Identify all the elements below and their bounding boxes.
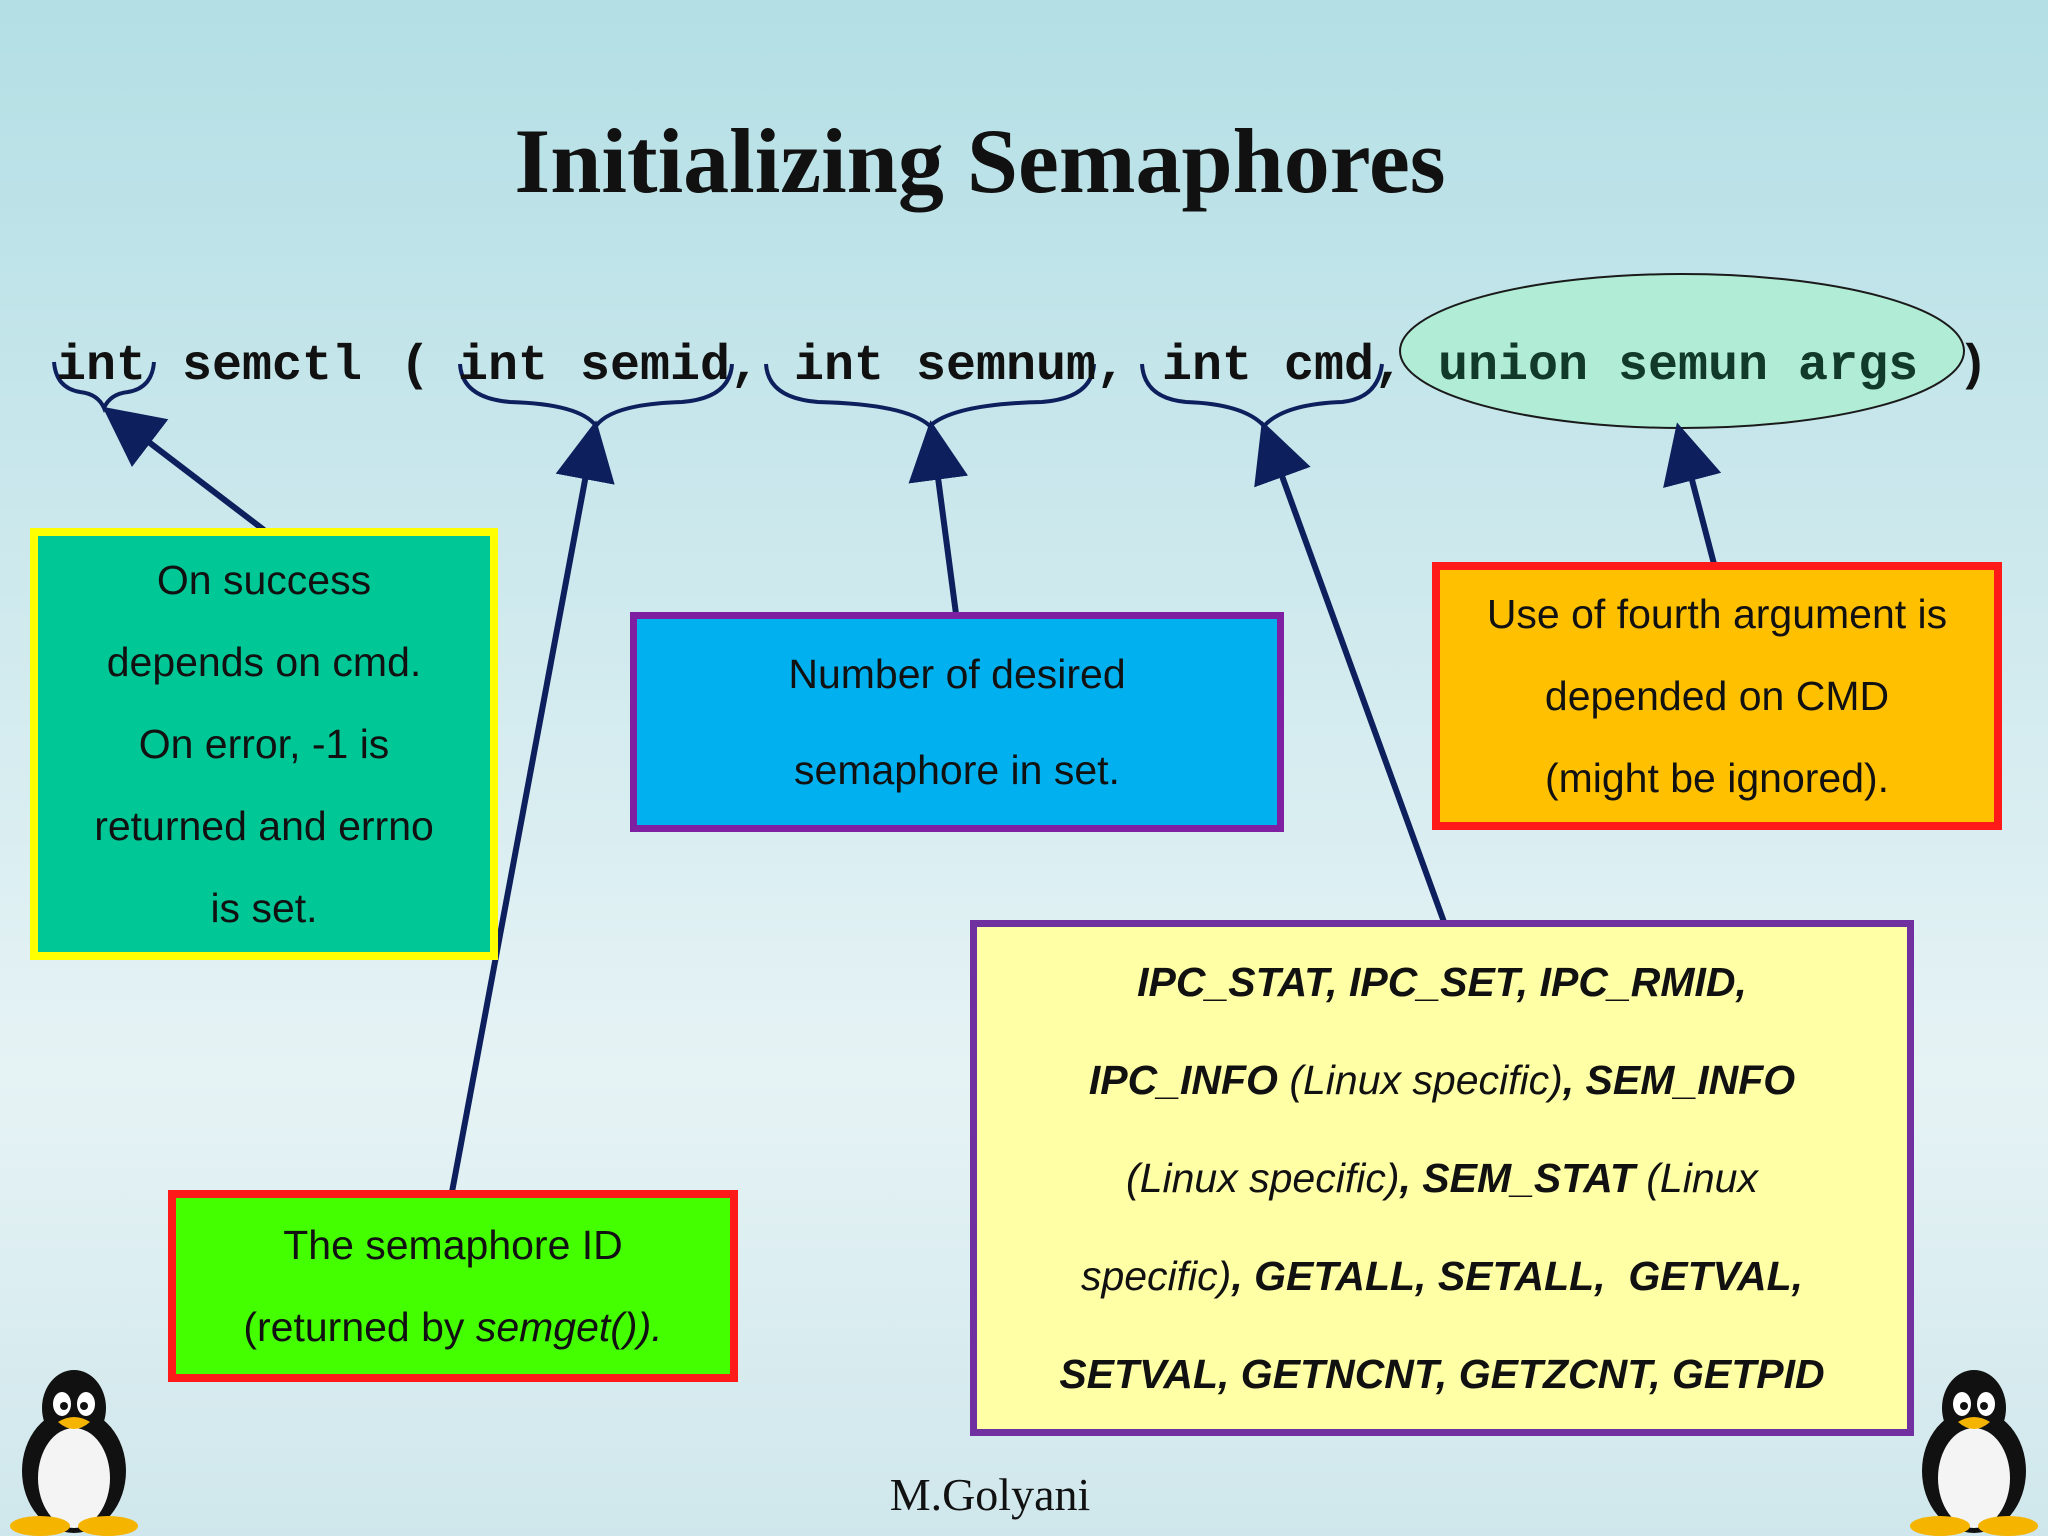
cmd-line-5: SETVAL, GETNCNT, GETZCNT, GETPID [1059, 1325, 1824, 1423]
function-signature: int semctl ( int semid, int semnum, int … [0, 18, 2048, 395]
cmd-line-1: IPC_STAT, IPC_SET, IPC_RMID, [1137, 933, 1747, 1031]
return-value-box: On success depends on cmd. On error, -1 … [30, 528, 498, 960]
semid-line2-prefix: (returned by [243, 1304, 476, 1350]
cmd-line-4: specific), GETALL, SETALL, GETVAL, [1081, 1227, 1803, 1325]
semnum-line: Number of desired [788, 651, 1126, 697]
sig-p4: union semun args [1438, 338, 1919, 395]
sig-open-paren: ( [400, 338, 431, 395]
cmd-l2c: , SEM_INFO [1562, 1057, 1796, 1103]
return-line: On success [156, 557, 372, 603]
semnum-box: Number of desired semaphore in set. [630, 612, 1284, 832]
semid-line1: The semaphore ID [283, 1222, 623, 1268]
cmd-l4a: specific) [1080, 1253, 1232, 1299]
penguin-icon-right [1910, 1370, 2038, 1536]
sig-p1-name: semid, [580, 338, 761, 395]
semnum-line: semaphore in set. [794, 747, 1120, 793]
sig-function-name: semctl [182, 338, 363, 395]
arrow-cmd [1254, 420, 1447, 924]
sig-return-type: int [56, 338, 147, 395]
cmd-l2b: (Linux specific) [1277, 1057, 1563, 1103]
semid-line2-func: semget()). [475, 1304, 663, 1350]
sig-p2-name: semnum, [916, 338, 1127, 395]
args-box: Use of fourth argument is depended on CM… [1432, 562, 2002, 830]
sig-close-paren: ) [1958, 338, 1989, 395]
sig-p1-type: int [458, 338, 549, 395]
penguin-icon-left [10, 1370, 138, 1536]
cmd-l5: SETVAL, GETNCNT, GETZCNT, GETPID [1059, 1351, 1825, 1397]
sig-p3-name: cmd, [1284, 338, 1405, 395]
cmd-line-3: (Linux specific), SEM_STAT (Linux [1126, 1129, 1758, 1227]
arrow-return [102, 406, 266, 533]
cmd-l1: IPC_STAT, IPC_SET, IPC_RMID, [1137, 959, 1747, 1005]
arrow-semid [449, 420, 615, 1193]
args-line: (might be ignored). [1544, 755, 1890, 801]
sig-p2-type: int [794, 338, 885, 395]
return-line: is set. [210, 885, 318, 931]
return-line: depends on cmd. [106, 639, 422, 685]
cmd-l2a: IPC_INFO [1088, 1057, 1278, 1103]
return-line: On error, -1 is [138, 721, 390, 767]
arrow-args [1663, 422, 1722, 565]
arrow-semnum [908, 420, 969, 615]
slide-title: Initializing Semaphores [514, 110, 1446, 212]
args-line: depended on CMD [1544, 673, 1890, 719]
cmd-l3c: (Linux [1634, 1155, 1758, 1201]
cmd-l4b: , GETALL, SETALL, GETVAL, [1231, 1253, 1804, 1299]
slide-footer: M.Golyani [889, 1469, 1091, 1520]
semid-box: The semaphore ID (returned by semget()). [168, 1190, 738, 1382]
sig-p3-type: int [1162, 338, 1253, 395]
semid-line2: (returned by semget()). [243, 1286, 662, 1368]
args-line: Use of fourth argument is [1486, 591, 1948, 637]
cmd-l3b: , SEM_STAT [1399, 1155, 1635, 1201]
cmd-l3a: (Linux specific) [1126, 1155, 1400, 1201]
return-line: returned and errno [94, 803, 434, 849]
cmd-line-2: IPC_INFO (Linux specific), SEM_INFO [1089, 1031, 1795, 1129]
cmd-box: IPC_STAT, IPC_SET, IPC_RMID, IPC_INFO (L… [970, 920, 1914, 1436]
